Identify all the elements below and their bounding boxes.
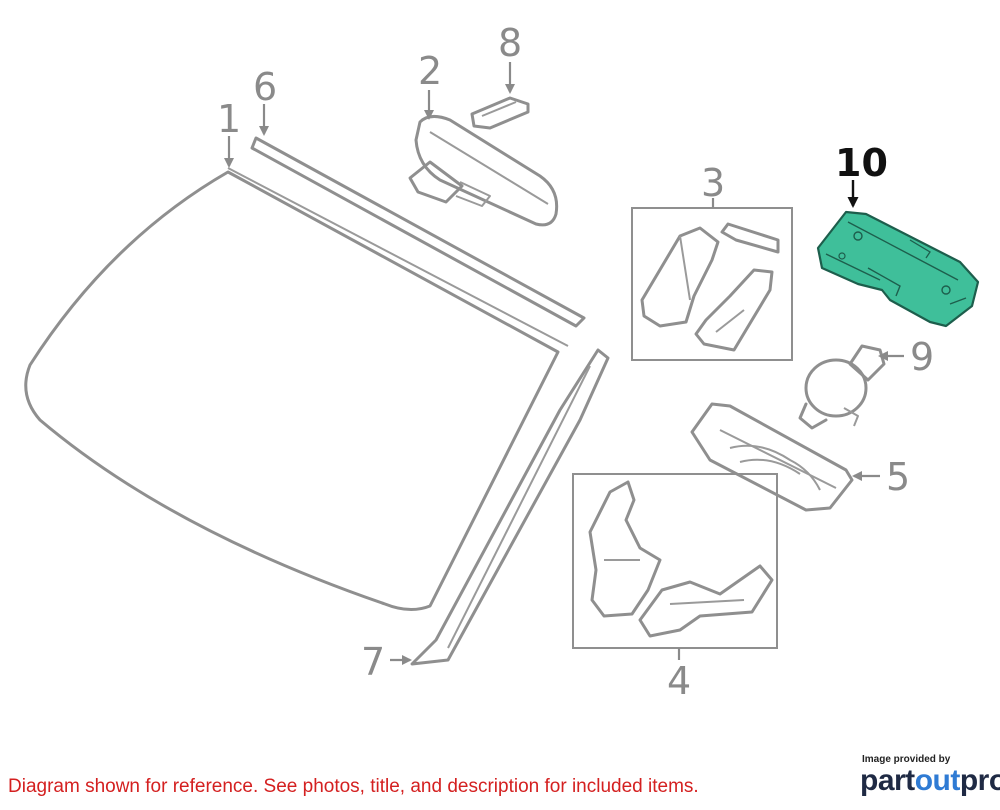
brand-pro: pro bbox=[959, 764, 1000, 797]
rearview-mirror-part bbox=[408, 115, 559, 227]
windshield-part bbox=[24, 167, 569, 611]
rain-sensor-part bbox=[798, 344, 886, 430]
group-box-4 bbox=[572, 473, 778, 649]
callout-3: 3 bbox=[701, 161, 725, 205]
brand-part: part bbox=[860, 764, 915, 797]
partoutpro-logo: partoutpro bbox=[860, 764, 1000, 798]
callout-10: 10 bbox=[835, 141, 888, 185]
provided-by-label: Image provided by bbox=[862, 754, 951, 765]
callout-2: 2 bbox=[418, 49, 442, 93]
clip-part bbox=[470, 96, 530, 130]
callout-7: 7 bbox=[361, 640, 385, 684]
camera-bracket-part bbox=[816, 210, 980, 328]
pillar-molding-part bbox=[410, 348, 610, 666]
callout-6: 6 bbox=[253, 65, 277, 109]
upper-molding-part bbox=[250, 136, 586, 328]
callout-8: 8 bbox=[498, 21, 522, 65]
callout-1: 1 bbox=[217, 97, 241, 141]
brand-out: out bbox=[914, 764, 961, 797]
callout-9: 9 bbox=[910, 335, 934, 379]
trim-cover-part bbox=[690, 402, 854, 512]
callout-4: 4 bbox=[667, 659, 691, 703]
group-box-3 bbox=[631, 207, 793, 361]
callout-5: 5 bbox=[886, 455, 910, 499]
disclaimer-text: Diagram shown for reference. See photos,… bbox=[8, 776, 699, 797]
